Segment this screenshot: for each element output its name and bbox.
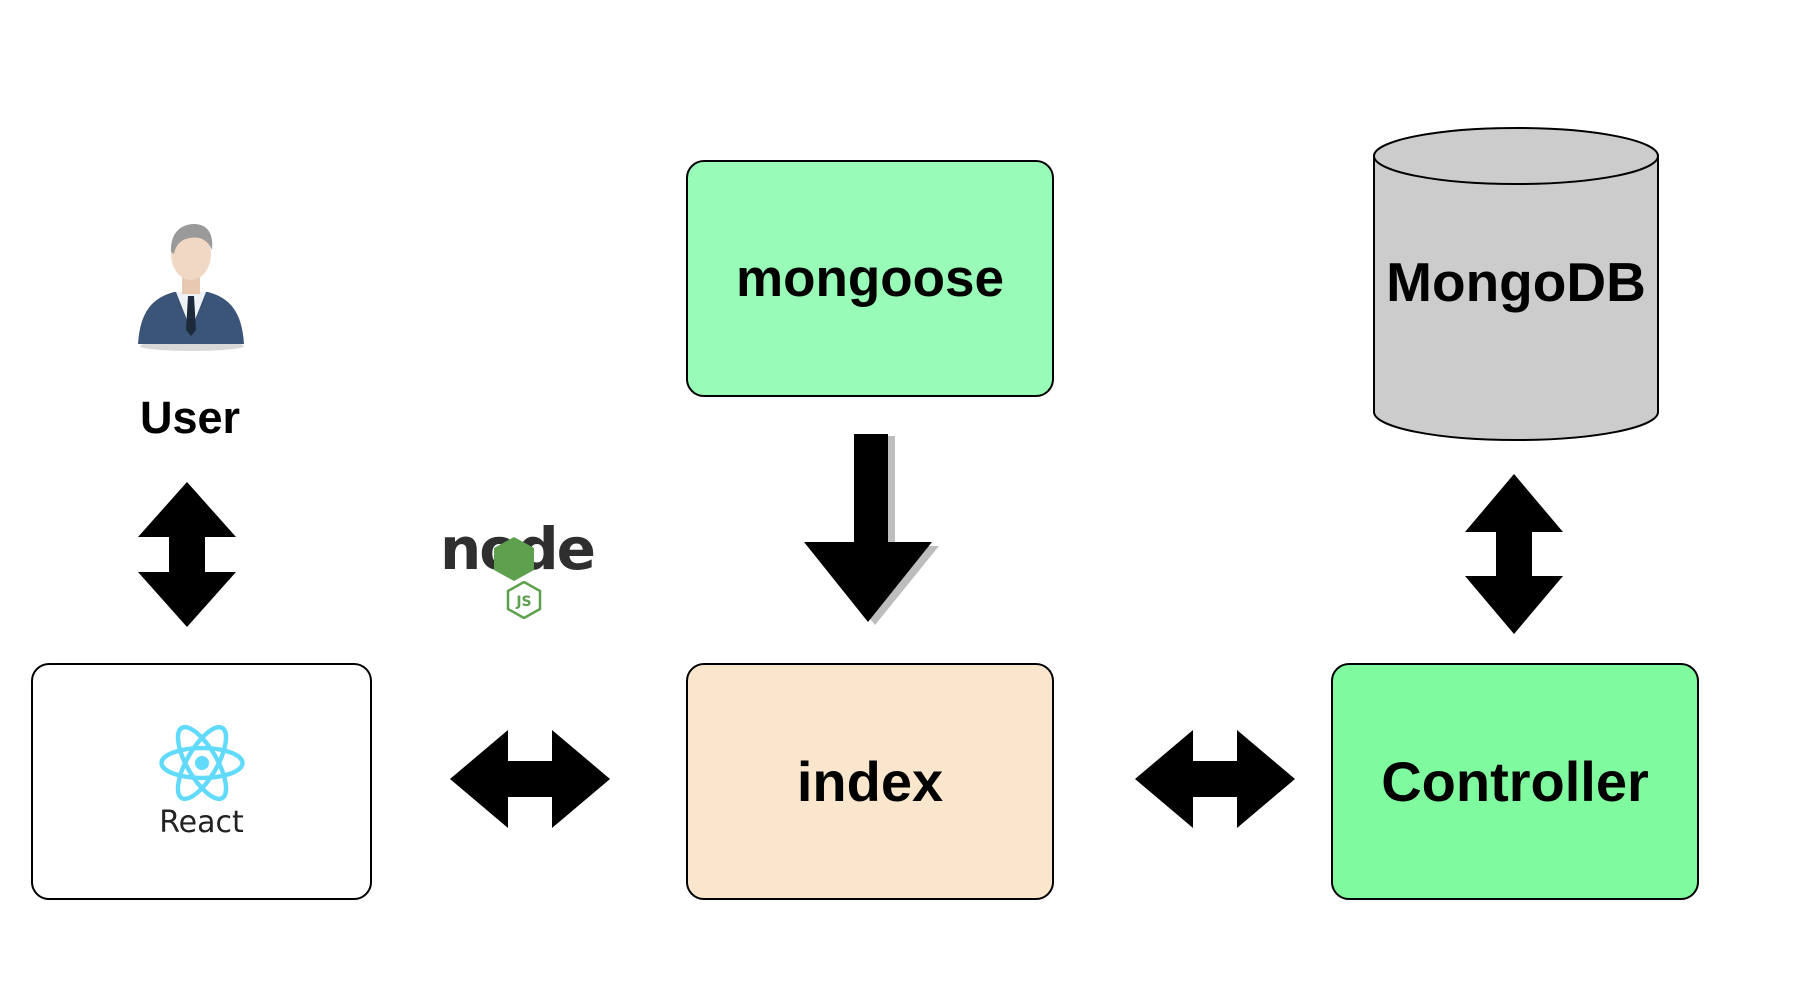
controller-node: Controller	[1331, 663, 1699, 900]
controller-label: Controller	[1381, 750, 1649, 813]
mongoose-label: mongoose	[736, 249, 1004, 308]
react-index-double-arrow	[450, 730, 610, 828]
nodejs-logo: node JS	[440, 515, 610, 620]
user-react-double-arrow	[138, 482, 236, 627]
index-label: index	[796, 750, 944, 813]
react-label: React	[159, 805, 244, 840]
svg-text:JS: JS	[515, 594, 531, 610]
index-node: index	[686, 663, 1054, 900]
user-label: User	[139, 392, 241, 443]
mongodb-controller-double-arrow	[1465, 474, 1563, 634]
mongodb-database-cylinder	[1373, 127, 1659, 441]
mongoose-index-arrow	[804, 434, 939, 625]
react-node: React	[31, 663, 372, 900]
react-atom-icon	[158, 724, 245, 802]
index-controller-double-arrow	[1135, 730, 1295, 828]
mongodb-label: MongoDB	[1386, 251, 1646, 313]
nodejs-js-badge-icon: JS	[506, 581, 542, 619]
user-avatar-icon	[138, 224, 244, 351]
mongoose-node: mongoose	[686, 160, 1054, 397]
nodejs-hexagon-icon	[494, 537, 534, 581]
